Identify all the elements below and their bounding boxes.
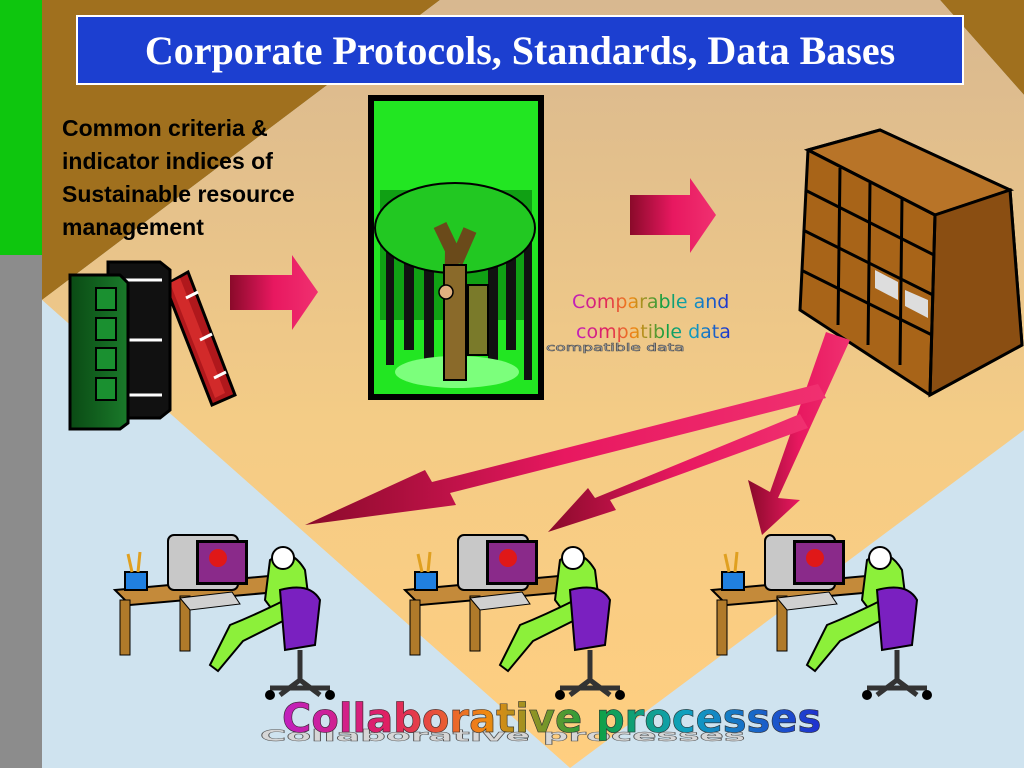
computer-user-icon	[112, 534, 335, 700]
distribution-arrows	[305, 332, 850, 535]
criteria-line: Common criteria &	[62, 115, 268, 141]
forest-icon	[368, 95, 544, 400]
data-label: Comparable and compatible data compatibl…	[546, 287, 731, 354]
page-title: Corporate Protocols, Standards, Data Bas…	[144, 27, 896, 73]
criteria-line: indicator indices of	[62, 148, 273, 174]
collaborative-label: Collaborative processes Collaborative pr…	[259, 695, 822, 745]
data-label-line: Comparable and	[572, 291, 730, 313]
arrow-right-2	[630, 178, 716, 253]
title-banner: Corporate Protocols, Standards, Data Bas…	[76, 15, 964, 85]
arrow-right-1	[230, 255, 318, 330]
books-icon	[68, 260, 237, 431]
criteria-line: management	[62, 214, 204, 240]
criteria-text: Common criteria & indicator indices of S…	[62, 112, 372, 244]
criteria-line: Sustainable resource	[62, 181, 295, 207]
data-label-shadow: compatible data	[546, 342, 686, 355]
collaborative-label-text: Collaborative processes	[282, 696, 822, 743]
left-green-bar	[0, 0, 42, 255]
filing-shelf-icon	[798, 128, 1024, 398]
left-grey-bar	[0, 255, 42, 768]
data-label-line: compatible data	[576, 321, 731, 343]
collaborative-label-shadow: Collaborative processes	[259, 725, 745, 747]
